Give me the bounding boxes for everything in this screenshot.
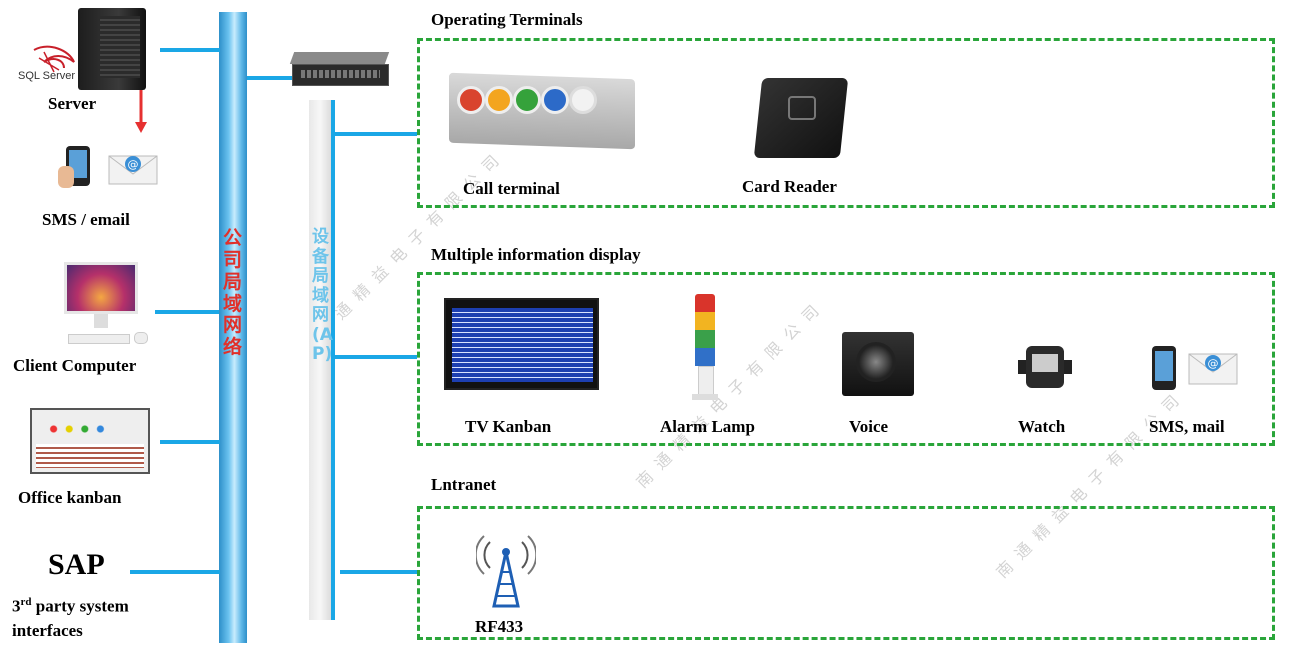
watch-icon [1018, 346, 1072, 392]
client-computer-label: Client Computer [13, 356, 137, 375]
tv-kanban-label: TV Kanban [465, 417, 552, 436]
rf433-label: RF433 [475, 617, 524, 636]
company-lan-label: 公司局域网络 [223, 227, 243, 359]
connector [155, 310, 219, 314]
connector [160, 48, 220, 52]
connector [130, 570, 220, 574]
watch-label: Watch [1018, 417, 1066, 436]
call-terminal-label: Call terminal [463, 179, 560, 198]
connector [335, 132, 417, 136]
alarm-lamp-icon [692, 294, 718, 404]
sms-mail-label: SMS, mail [1149, 417, 1225, 436]
connector [340, 570, 417, 574]
sms-email-label: SMS / email [42, 210, 130, 229]
device-lan-line [331, 100, 335, 620]
server-label: Server [48, 94, 97, 113]
phone-icon [58, 146, 96, 190]
connector [247, 76, 293, 80]
client-computer-icon [56, 262, 154, 348]
voice-label: Voice [849, 417, 889, 436]
antenna-tower-icon [474, 528, 538, 608]
card-reader-icon [753, 78, 849, 160]
operating-terminals-box [417, 38, 1275, 208]
intranet-title: Lntranet [431, 475, 497, 494]
server-icon [78, 8, 146, 90]
call-terminal-icon [443, 72, 635, 152]
sap-label: SAP [48, 548, 105, 581]
arrow-down-icon [135, 90, 147, 134]
device-lan-bus [309, 100, 331, 620]
svg-text:@: @ [1208, 357, 1219, 370]
interfaces-label: interfaces [12, 621, 83, 640]
email-icon: @ [1188, 350, 1238, 386]
office-kanban-label: Office kanban [18, 488, 122, 507]
sql-server-label: SQL Server [18, 70, 76, 82]
operating-terminals-title: Operating Terminals [431, 10, 583, 29]
multi-display-box [417, 272, 1275, 446]
office-kanban-icon [30, 408, 150, 474]
company-lan-bus [219, 12, 247, 643]
email-icon: @ [108, 152, 158, 186]
multi-display-title: Multiple information display [431, 245, 641, 264]
connector [160, 440, 220, 444]
voice-speaker-icon [842, 332, 914, 396]
device-lan-label: 设备局域网(AP) [312, 227, 333, 365]
intranet-box [417, 506, 1275, 640]
third-party-label: 3rd party system [12, 596, 129, 616]
network-switch-icon [289, 52, 390, 86]
connector [335, 355, 417, 359]
sql-server-logo: SQL Server [14, 40, 84, 85]
card-reader-label: Card Reader [742, 177, 837, 196]
svg-text:@: @ [128, 158, 139, 171]
phone-icon [1146, 346, 1182, 396]
tv-kanban-icon [444, 298, 599, 390]
alarm-lamp-label: Alarm Lamp [660, 417, 755, 436]
